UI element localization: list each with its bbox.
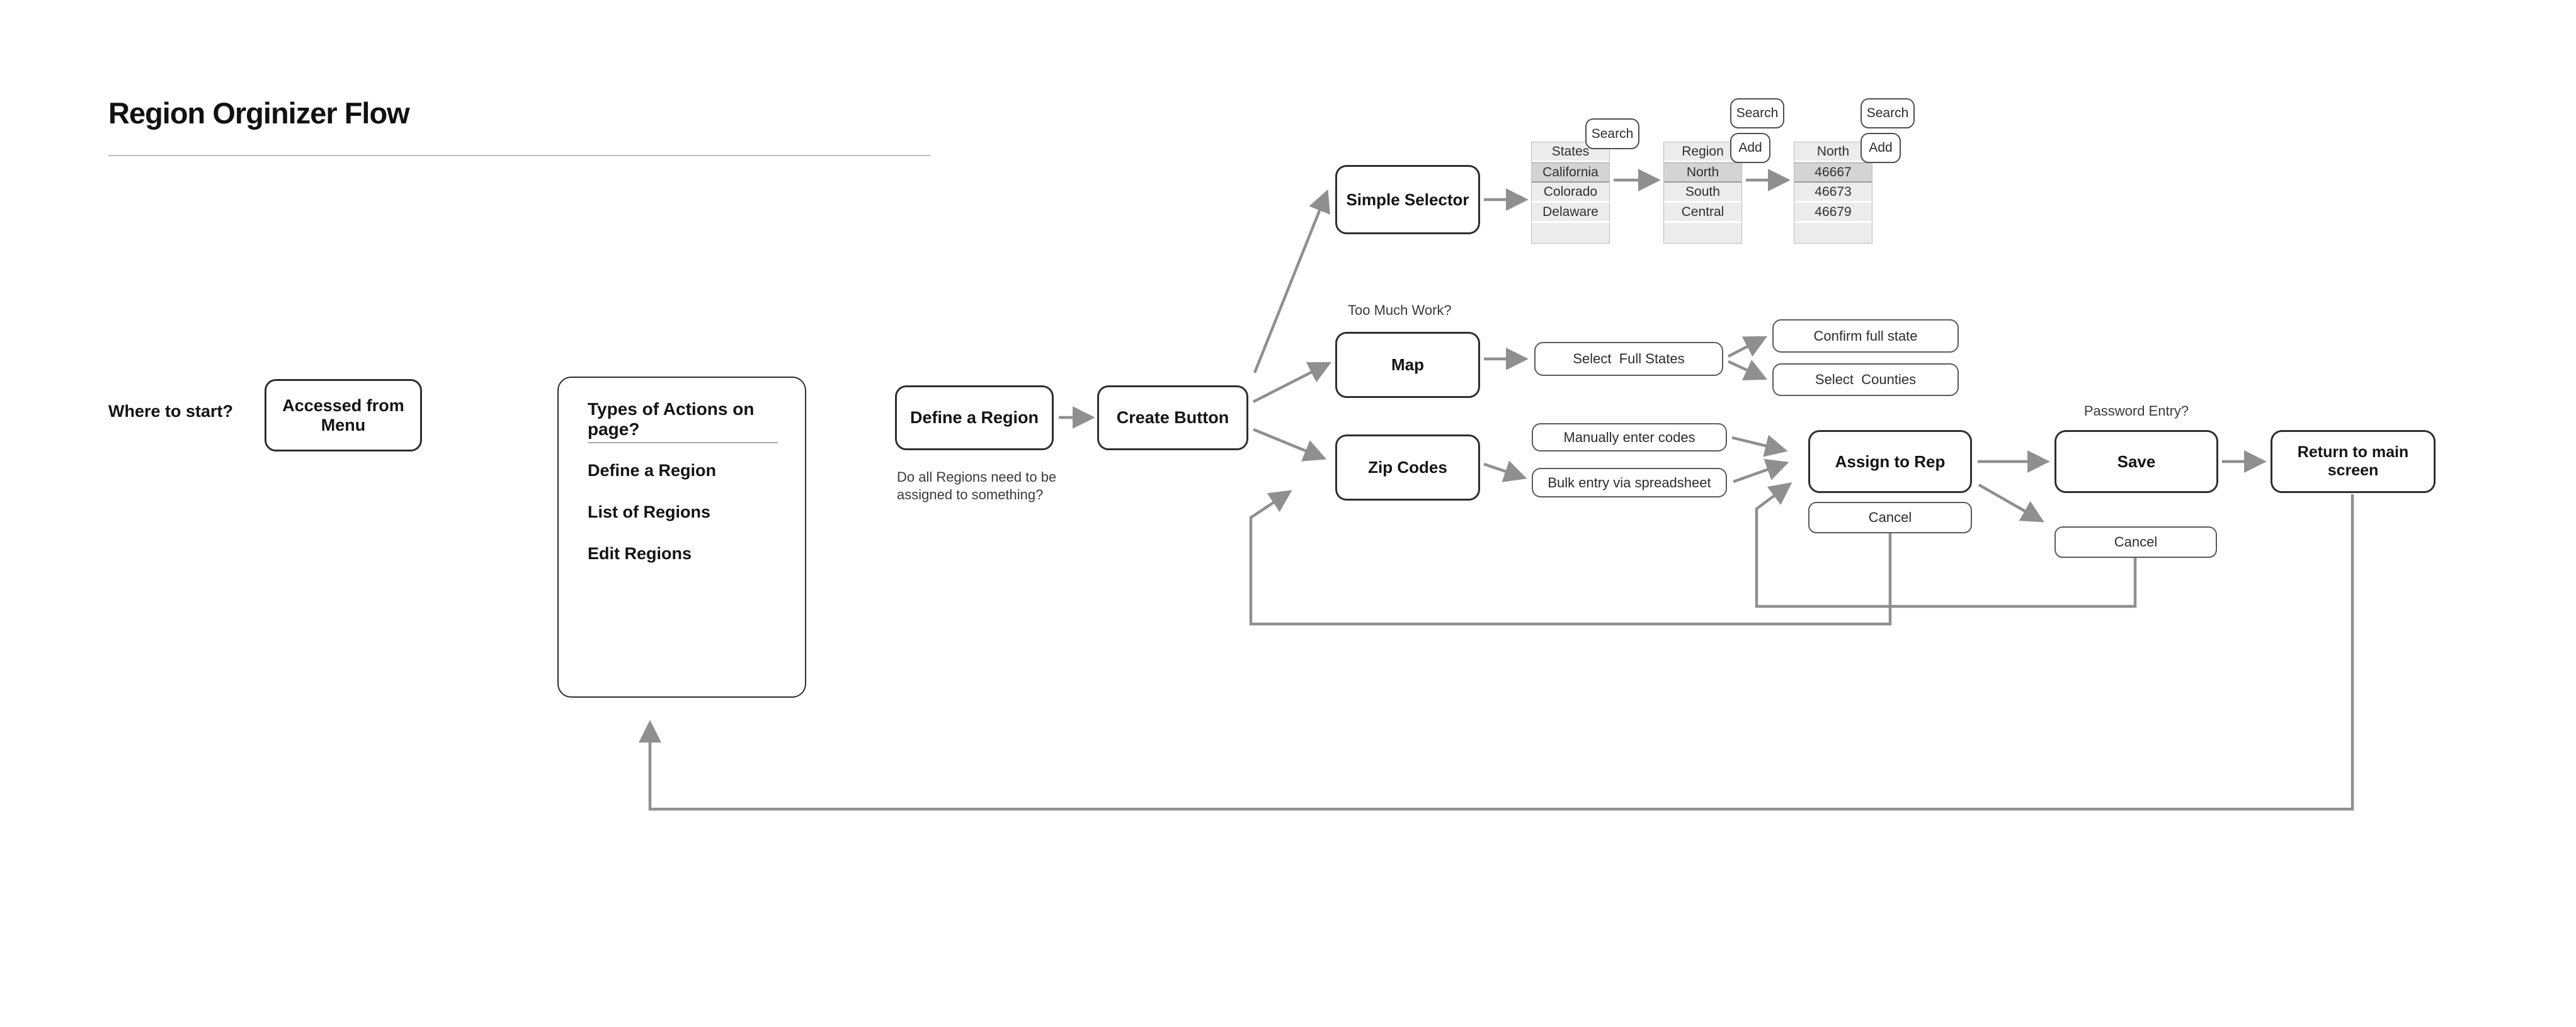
node-assign-to-rep[interactable]: Assign to Rep: [1808, 430, 1972, 493]
states-search-button[interactable]: Search: [1585, 118, 1639, 149]
arrow-create-to-map: [1252, 361, 1332, 404]
node-zip-codes[interactable]: Zip Codes: [1335, 434, 1480, 501]
pill-select-full-states[interactable]: Select Full States: [1534, 342, 1723, 376]
pill-bulk-entry[interactable]: Bulk entry via spreadsheet: [1532, 468, 1727, 497]
node-accessed-from-menu[interactable]: Accessed from Menu: [265, 379, 422, 451]
where-to-start-label: Where to start?: [108, 402, 234, 421]
states-table[interactable]: States California Colorado Delaware: [1531, 142, 1610, 244]
define-note: Do all Regions need to be assigned to so…: [897, 468, 1061, 504]
page-title: Region Orginizer Flow: [108, 96, 410, 130]
states-row[interactable]: Colorado: [1532, 183, 1609, 203]
region-row-empty[interactable]: [1664, 223, 1741, 243]
pill-select-counties[interactable]: Select Counties: [1772, 363, 1959, 396]
types-item-edit-regions[interactable]: Edit Regions: [588, 544, 692, 563]
zipcode-row[interactable]: 46673: [1794, 183, 1872, 203]
pill-manually-enter-codes[interactable]: Manually enter codes: [1532, 423, 1727, 451]
loop-cancel-assign-to-zip: [1249, 490, 1892, 626]
states-row[interactable]: Delaware: [1532, 203, 1609, 223]
zipcode-add-button[interactable]: Add: [1861, 133, 1901, 163]
region-row[interactable]: Central: [1664, 203, 1741, 223]
node-define-a-region[interactable]: Define a Region: [895, 385, 1054, 450]
types-of-actions-panel[interactable]: Types of Actions on page? Define a Regio…: [557, 377, 806, 698]
arrow-fullstates-to-counties: [1728, 360, 1768, 381]
states-row-empty[interactable]: [1532, 223, 1609, 243]
node-create-button[interactable]: Create Button: [1097, 385, 1248, 450]
region-add-button[interactable]: Add: [1730, 133, 1770, 163]
cancel-save-button[interactable]: Cancel: [2055, 526, 2217, 558]
arrow-manually-to-assign: [1731, 434, 1788, 457]
node-save[interactable]: Save: [2055, 430, 2218, 493]
zipcode-table[interactable]: North 46667 46673 46679: [1794, 142, 1872, 244]
define-note-line1: Do all Regions need to be: [897, 469, 1057, 485]
node-return-to-main-screen[interactable]: Return to main screen: [2271, 430, 2436, 493]
region-search-button[interactable]: Search: [1730, 98, 1784, 128]
zipcode-row-selected[interactable]: 46667: [1794, 162, 1872, 183]
region-table-header: Region: [1664, 142, 1741, 162]
arrow-zip-to-bulk: [1483, 460, 1527, 482]
states-row-selected[interactable]: California: [1532, 162, 1609, 183]
password-entry-label: Password Entry?: [2083, 403, 2189, 419]
arrow-create-to-simple-selector: [1253, 189, 1330, 373]
region-row[interactable]: South: [1664, 183, 1741, 203]
title-divider: [108, 155, 930, 156]
define-note-line2: assigned to something?: [897, 487, 1044, 502]
too-much-work-label: Too Much Work?: [1348, 302, 1452, 318]
region-table[interactable]: Region North South Central: [1663, 142, 1742, 244]
region-row-selected[interactable]: North: [1664, 162, 1741, 183]
types-panel-title: Types of Actions on page?: [588, 399, 755, 439]
pill-confirm-full-state[interactable]: Confirm full state: [1772, 319, 1959, 353]
arrow-assign-to-cancel: [1978, 484, 2044, 523]
arrow-bulk-to-assign: [1733, 458, 1789, 484]
node-map[interactable]: Map: [1335, 332, 1480, 398]
types-item-define-a-region[interactable]: Define a Region: [588, 461, 717, 480]
zipcode-table-header: North: [1794, 142, 1872, 162]
zipcode-row[interactable]: 46679: [1794, 203, 1872, 223]
node-simple-selector[interactable]: Simple Selector: [1335, 165, 1480, 234]
zipcode-search-button[interactable]: Search: [1861, 98, 1915, 128]
types-panel-divider: [588, 442, 778, 443]
arrow-create-to-zip: [1253, 428, 1327, 462]
types-item-list-of-regions[interactable]: List of Regions: [588, 502, 710, 521]
zipcode-row-empty[interactable]: [1794, 223, 1872, 243]
arrow-fullstates-to-confirm: [1727, 336, 1767, 358]
cancel-assign-button[interactable]: Cancel: [1808, 502, 1972, 533]
